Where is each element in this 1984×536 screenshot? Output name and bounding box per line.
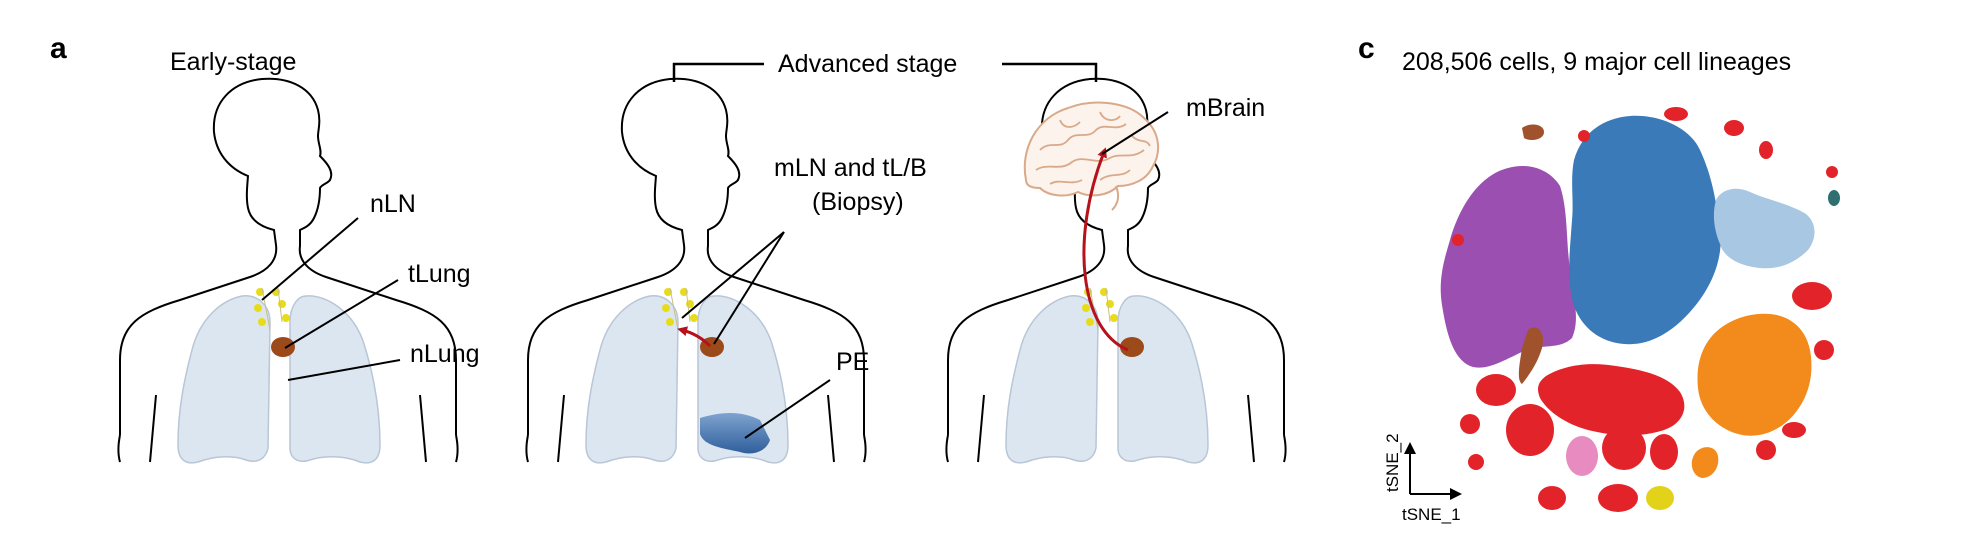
nlung-leader [287,359,401,381]
mbrain-label: mBrain [1186,94,1265,122]
cluster-red-12 [1756,440,1776,460]
cluster-red-14 [1724,120,1744,136]
cluster-red-5 [1598,484,1638,512]
panel-letter-c: c [1358,32,1375,65]
tsne-plot [1440,107,1840,512]
mln-label: mLN and tL/B [774,154,927,182]
advanced-body-outline-1 [525,77,867,464]
cluster-red-1 [1506,404,1554,456]
cluster-yellow [1646,486,1674,510]
early-tumor [271,337,295,357]
pleural-effusion [700,413,770,454]
mln-leader-1 [681,231,785,319]
cluster-orange-small [1691,447,1719,478]
pe-leader [744,379,831,439]
cluster-red-9 [1792,282,1832,310]
cluster-brown-1 [1522,124,1544,140]
brain [1023,101,1160,211]
cluster-lightblue [1713,188,1815,269]
tsne-x-label: tSNE_1 [1402,505,1461,524]
cluster-red-4 [1650,434,1678,470]
cluster-red-11 [1782,422,1806,438]
cluster-red-13 [1664,107,1688,121]
tsne-x-arrowhead [1450,488,1462,500]
cluster-blue [1569,115,1721,345]
cluster-purple [1440,166,1576,368]
advanced-stage-bracket: Advanced stage [672,50,1098,82]
tlung-leader [284,279,399,349]
cluster-red-17 [1578,130,1590,142]
panel-letter-a: a [50,32,67,65]
metastasis-arrow-ln [677,326,712,348]
advanced-brain-figure: mBrain [945,77,1287,464]
cluster-orange [1697,313,1812,436]
metastasis-arrow-brain [1082,147,1129,352]
cluster-pink [1566,436,1598,476]
advanced-stage-title: Advanced stage [778,50,957,78]
cluster-brown-2 [1518,327,1544,384]
advanced-tumor-2 [1120,337,1144,357]
mln-leader-2 [713,231,785,345]
cluster-red-16 [1826,166,1838,178]
pe-label: PE [836,348,869,376]
early-body-outline [117,77,459,464]
tlung-label: tLung [408,260,471,288]
cluster-teal [1828,190,1840,206]
cluster-red-7 [1460,414,1480,434]
nln-label: nLN [370,190,416,218]
early-stage-figure: Early-stage nLN tLung nLung [117,48,480,464]
cluster-red-6 [1538,486,1566,510]
cluster-red-15 [1759,141,1773,159]
cluster-red-center [1538,364,1685,436]
tsne-y-arrowhead [1404,442,1416,454]
tsne-y-label: tSNE_2 [1383,433,1402,492]
advanced-biopsy-figure: mLN and tL/B (Biopsy) PE [525,77,927,464]
cluster-red-2 [1476,374,1516,406]
cluster-red-10 [1814,340,1834,360]
tsne-axes: tSNE_1 tSNE_2 [1383,433,1462,524]
early-stage-title: Early-stage [170,48,296,76]
mbrain-leader [1101,111,1169,155]
tsne-title: 208,506 cells, 9 major cell lineages [1402,48,1791,76]
cluster-red-8 [1468,454,1484,470]
nlung-label: nLung [410,340,480,368]
nln-leader [261,217,359,301]
biopsy-label: (Biopsy) [812,188,904,216]
cluster-red-18 [1452,234,1464,246]
cluster-red-3 [1602,426,1646,470]
